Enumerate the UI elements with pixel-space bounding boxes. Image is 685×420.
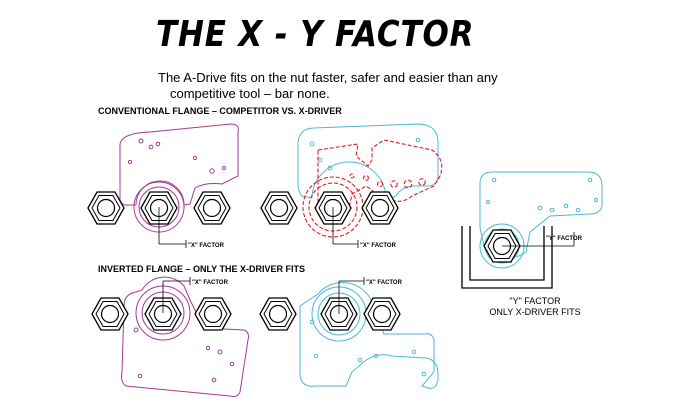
intro-line-1: The A-Drive fits on the nut faster, safe…	[158, 70, 498, 85]
competitor-overlay-outline	[317, 139, 443, 205]
xdriver-bolt-hole	[593, 197, 599, 203]
overlay-bolt-hole	[349, 173, 355, 179]
y-factor-caption-line-1: "Y" FACTOR	[509, 296, 561, 306]
xdriver-bolt-hole	[309, 141, 315, 147]
y-factor-channel	[461, 226, 553, 289]
channel-outer	[461, 226, 553, 289]
competitor-flange-outline	[119, 123, 239, 206]
xdriver-bolt-hole	[309, 319, 315, 325]
bolt-hole	[229, 361, 235, 367]
xdriver-bolt-hole	[327, 165, 333, 171]
xdriver-bolt-hole	[491, 177, 497, 183]
overlay-bolt-hole	[376, 180, 384, 188]
x-factor-marker-panel-2: "X" FACTOR	[332, 207, 397, 249]
hex-nut-icon	[193, 191, 231, 225]
xdriver-bolt-hole	[313, 353, 319, 359]
section-heading-conventional: CONVENTIONAL FLANGE – COMPETITOR VS. X-D…	[98, 106, 342, 116]
intro-line-2: competitive tool – bar none.	[170, 86, 330, 101]
xdriver-bolt-hole	[421, 371, 427, 377]
xdriver-bolt-hole	[415, 137, 421, 143]
bolt-hole	[137, 373, 143, 379]
xdriver-bolt-hole	[373, 353, 379, 359]
x-factor-label: "X" FACTOR	[188, 243, 225, 249]
hex-nut-icon	[361, 191, 399, 225]
bolt-hole	[148, 144, 154, 150]
bolt-hole	[217, 349, 223, 355]
xdriver-bolt-hole	[485, 199, 491, 205]
xdriver-bolt-hole	[317, 157, 323, 163]
xdriver-bolt-hole	[411, 349, 417, 355]
channel-inner	[469, 226, 545, 281]
y-factor-marker: "Y" FACTOR	[502, 232, 583, 247]
x-factor-label: "X" FACTOR	[192, 280, 229, 286]
xdriver-inverted-outline	[299, 281, 439, 389]
bolt-hole	[192, 155, 198, 161]
y-factor-caption-line-2: ONLY X-DRIVER FITS	[489, 307, 581, 317]
hex-nut-icon	[91, 297, 129, 331]
xdriver-bolt-hole	[575, 207, 581, 213]
x-factor-label: "X" FACTOR	[360, 243, 397, 249]
overlay-bolt-hole	[363, 175, 369, 181]
nut-row-panel-3	[91, 297, 232, 331]
competitor-inverted-outline	[121, 276, 249, 397]
bolt-hole	[138, 138, 144, 144]
xdriver-bolt-hole	[563, 203, 569, 209]
bolt-hole	[211, 377, 217, 383]
overlay-bolt-hole	[418, 178, 426, 186]
bolt-hole	[155, 141, 161, 147]
x-factor-marker-panel-4: "X" FACTOR	[338, 277, 403, 314]
bolt-hole	[221, 165, 227, 171]
xdriver-flange-inverted	[299, 281, 439, 389]
x-factor-marker-panel-3: "X" FACTOR	[162, 277, 229, 313]
bolt-hole	[209, 168, 215, 174]
xdriver-bolt-hole	[587, 177, 593, 183]
nut-row-panel-2	[260, 191, 399, 225]
hex-nut-icon	[194, 297, 232, 331]
hex-nut-icon	[87, 191, 125, 225]
section-heading-inverted: INVERTED FLANGE – ONLY THE X-DRIVER FITS	[98, 264, 306, 274]
y-factor-caption: "Y" FACTOR ONLY X-DRIVER FITS	[470, 296, 600, 318]
hex-nut-icon	[363, 297, 401, 331]
overlay-bolt-hole	[390, 180, 398, 188]
intro-text: The A-Drive fits on the nut faster, safe…	[158, 70, 538, 102]
bolt-hole	[133, 327, 139, 333]
competitor-flange-inverted	[121, 276, 249, 397]
xdriver-flange-conventional	[297, 123, 439, 201]
x-factor-marker-panel-1: "X" FACTOR	[158, 207, 225, 249]
xdriver-bolt-hole	[537, 205, 543, 211]
hex-nut-icon	[259, 297, 297, 331]
bolt-hole	[205, 345, 211, 351]
xdriver-bolt-hole	[357, 357, 363, 363]
xdriver-bolt-hole	[549, 207, 555, 213]
nut-row-panel-4	[259, 297, 401, 331]
overlay-bolt-hole	[403, 179, 413, 189]
hex-nut-icon	[260, 191, 298, 225]
x-factor-label: "X" FACTOR	[366, 280, 403, 286]
page-title: THE X - Y FACTOR	[156, 14, 475, 55]
y-factor-label: "Y" FACTOR	[546, 236, 583, 242]
bolt-hole	[127, 159, 133, 165]
